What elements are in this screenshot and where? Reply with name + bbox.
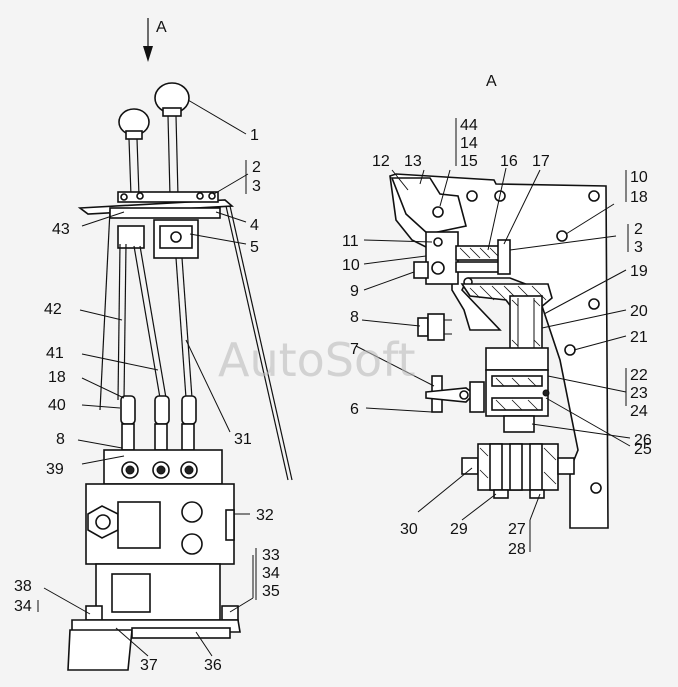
callout-6: 6 bbox=[350, 401, 359, 418]
callout-22: 22 bbox=[630, 367, 648, 384]
right-leaders bbox=[355, 167, 631, 521]
lower-mount bbox=[67, 563, 241, 671]
left-leaders bbox=[43, 99, 254, 657]
callout-34: 34 bbox=[262, 565, 280, 582]
callout-4: 4 bbox=[250, 217, 259, 234]
callout-18: 18 bbox=[48, 369, 66, 386]
callout-26: 26 bbox=[634, 432, 652, 449]
callout-30: 30 bbox=[400, 521, 418, 538]
callout-12: 12 bbox=[372, 153, 390, 170]
pivot-block bbox=[413, 231, 511, 285]
callout-9: 9 bbox=[350, 283, 359, 300]
callout-8b: 8 bbox=[350, 309, 359, 326]
clevis bbox=[425, 375, 485, 413]
callout-8: 8 bbox=[56, 431, 65, 448]
callout-14: 14 bbox=[460, 135, 478, 152]
callout-25: 25 bbox=[634, 441, 652, 458]
callout-10: 10 bbox=[630, 169, 648, 186]
callout-19: 19 bbox=[630, 263, 648, 280]
callout-42: 42 bbox=[44, 301, 62, 318]
control-rods bbox=[99, 205, 293, 481]
view-arrow-label: A bbox=[156, 19, 167, 36]
callout-10b: 10 bbox=[342, 257, 360, 274]
watermark: AutoSoft bbox=[218, 333, 416, 387]
callout-5: 5 bbox=[250, 239, 259, 256]
bolt-8 bbox=[417, 313, 452, 341]
valve-top bbox=[103, 449, 223, 485]
callout-3: 3 bbox=[252, 178, 261, 195]
callout-33: 33 bbox=[262, 547, 280, 564]
callout-38: 38 bbox=[14, 578, 32, 595]
upper-plate bbox=[77, 191, 235, 219]
callout-39: 39 bbox=[46, 461, 64, 478]
callout-24: 24 bbox=[630, 403, 648, 420]
callout-13: 13 bbox=[404, 153, 422, 170]
callout-7: 7 bbox=[350, 341, 359, 358]
callout-2: 2 bbox=[634, 221, 643, 238]
callout-27: 27 bbox=[508, 521, 526, 538]
callout-15: 15 bbox=[460, 153, 478, 170]
callout-23: 23 bbox=[630, 385, 648, 402]
left-view: A bbox=[14, 18, 293, 674]
callout-1: 1 bbox=[250, 127, 259, 144]
section-title: A bbox=[486, 73, 497, 90]
cylinder-block bbox=[485, 347, 550, 433]
callout-29: 29 bbox=[450, 521, 468, 538]
callout-36: 36 bbox=[204, 657, 222, 674]
callout-21: 21 bbox=[630, 329, 648, 346]
callout-18: 18 bbox=[630, 189, 648, 206]
callout-34b: 34 bbox=[14, 598, 32, 615]
rod-ends bbox=[120, 395, 197, 451]
callout-44: 44 bbox=[460, 117, 478, 134]
right-view: A bbox=[342, 73, 652, 558]
callout-2: 2 bbox=[252, 159, 261, 176]
callout-41: 41 bbox=[46, 345, 64, 362]
callout-31: 31 bbox=[234, 431, 252, 448]
callout-3: 3 bbox=[634, 239, 643, 256]
callout-35: 35 bbox=[262, 583, 280, 600]
callout-32: 32 bbox=[256, 507, 274, 524]
callout-11: 11 bbox=[342, 233, 359, 250]
callout-17: 17 bbox=[532, 153, 550, 170]
left-labels: 1 2 3 4 5 43 42 41 18 40 31 8 39 32 33 3… bbox=[14, 127, 280, 674]
callout-40: 40 bbox=[48, 397, 66, 414]
callout-28: 28 bbox=[508, 541, 526, 558]
latch-bracket bbox=[117, 219, 199, 259]
callout-20: 20 bbox=[630, 303, 648, 320]
callout-16: 16 bbox=[500, 153, 518, 170]
valve-body bbox=[85, 483, 235, 565]
callout-43: 43 bbox=[52, 221, 70, 238]
right-labels: 44 14 15 12 13 16 17 10 18 11 2 3 10 9 1… bbox=[342, 117, 652, 558]
mounting-plate bbox=[389, 173, 609, 529]
lower-bearing bbox=[461, 443, 575, 499]
view-arrow: A bbox=[143, 18, 167, 62]
lever-knobs bbox=[118, 82, 190, 197]
callout-37: 37 bbox=[140, 657, 158, 674]
